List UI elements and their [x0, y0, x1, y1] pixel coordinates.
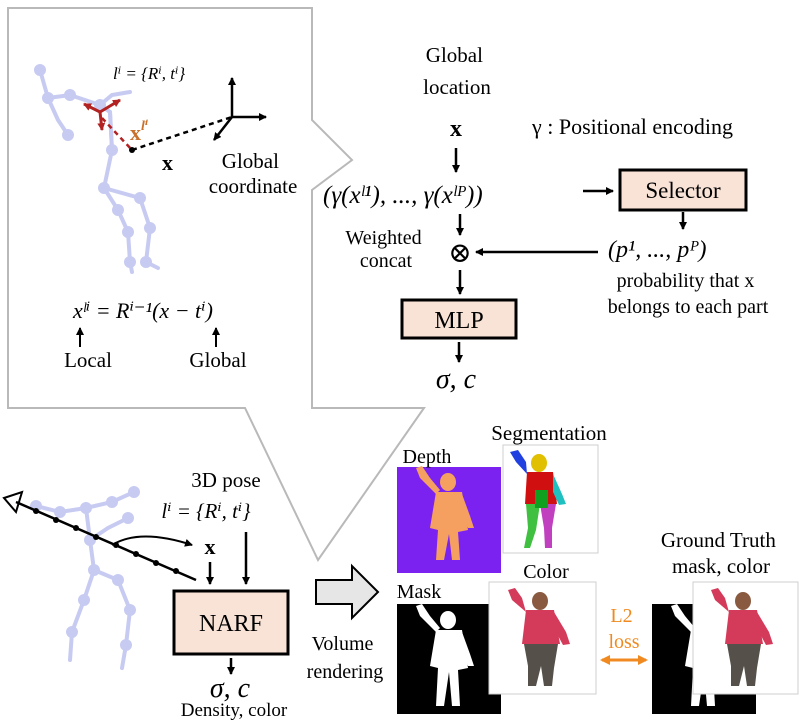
- local-point-label: xlⁱ: [130, 119, 148, 145]
- pose-definition: lⁱ = {Rⁱ, tⁱ}: [161, 499, 251, 523]
- callout-bone-def: lⁱ = {Rⁱ, tⁱ}: [113, 64, 185, 83]
- loss-label: L2 loss: [608, 605, 639, 653]
- narf-box: [172, 589, 290, 656]
- otimes-icon: ⊗: [448, 238, 471, 269]
- local-vector: [101, 117, 133, 151]
- gt-color-figure: [711, 588, 773, 686]
- mask-figure: [416, 604, 474, 706]
- encoded-tuple: (γ(xˡ¹), ..., γ(xˡᴾ)): [323, 182, 483, 209]
- transform-equation: xˡⁱ = Rⁱ⁻¹(x − tⁱ): [72, 298, 213, 323]
- callout-skeleton: [34, 64, 160, 274]
- positional-encoding-label: γ : Positional encoding: [531, 114, 733, 139]
- volume-rendering-arrow: [315, 563, 380, 621]
- bottom-output-desc: Density, color: [181, 700, 288, 721]
- weighted-concat-label: Weighted concat: [345, 227, 426, 272]
- mask-label: Mask: [397, 581, 441, 603]
- selector-label: Selector: [645, 178, 721, 203]
- bottom-x-label: x: [205, 534, 216, 559]
- color-label: Color: [523, 561, 569, 583]
- pipeline-x-input: x: [450, 116, 462, 142]
- pose-title: 3D pose: [191, 468, 260, 492]
- segmentation-label: Segmentation: [491, 421, 607, 445]
- camera-ray: [15, 500, 197, 582]
- probability-description: probability that x belongs to each part: [608, 270, 769, 318]
- narf-label: NARF: [199, 611, 263, 637]
- camera-icon: [2, 490, 24, 515]
- depth-label: Depth: [403, 446, 452, 468]
- volume-rendering-label: Volume rendering: [307, 633, 384, 683]
- callout-x-label: x: [162, 150, 173, 175]
- depth-figure: [416, 466, 474, 560]
- mlp-box: [400, 298, 518, 340]
- probability-tuple: (p¹, ..., pᴾ): [608, 237, 707, 263]
- ray-samples: [33, 508, 179, 574]
- selector-box: [618, 168, 748, 212]
- global-label: Global: [189, 348, 246, 372]
- mlp-label: MLP: [434, 308, 483, 334]
- bottom-output: σ, c: [210, 673, 251, 704]
- color-figure: [508, 588, 570, 686]
- global-location-label: Global location: [423, 43, 491, 99]
- local-label: Local: [64, 348, 112, 372]
- global-frame-icon: [213, 77, 267, 141]
- segmentation-figure: [510, 450, 566, 548]
- sample-to-x-arrow: [111, 535, 193, 547]
- local-frame-icon: [83, 98, 121, 131]
- ground-truth-label: Ground Truth mask, color: [661, 528, 781, 578]
- global-coordinate-label: Global coordinate: [209, 149, 298, 198]
- pipeline-output: σ, c: [436, 364, 477, 395]
